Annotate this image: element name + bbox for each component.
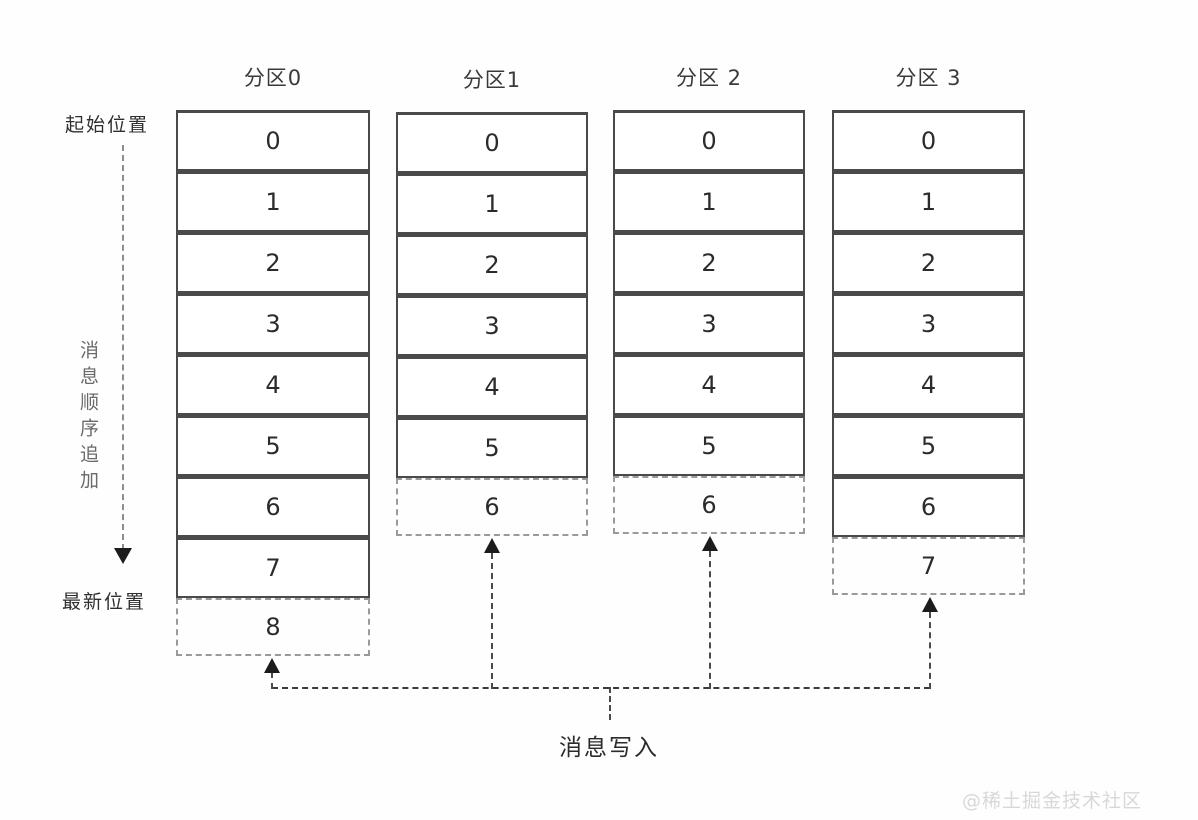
cell-p2-0: 0 — [613, 110, 805, 171]
partition-header-0: 分区0 — [243, 66, 303, 90]
latest-position-label: 最新位置 — [62, 591, 147, 613]
cell-p1-0: 0 — [396, 112, 588, 173]
cell-p1-1: 1 — [396, 173, 588, 234]
write-caption-stem — [609, 687, 611, 720]
partition-header-2: 分区 2 — [675, 66, 743, 90]
cell-p3-1: 1 — [832, 171, 1025, 232]
write-arrow-p3-icon — [922, 597, 938, 612]
cell-p3-3: 3 — [832, 293, 1025, 354]
cell-p1-2: 2 — [396, 234, 588, 295]
watermark: @稀土掘金技术社区 — [962, 790, 1143, 812]
write-riser-p0 — [271, 672, 273, 689]
write-arrow-p1-icon — [484, 538, 500, 553]
cell-p0-4: 4 — [176, 354, 370, 415]
append-order-label: 消息顺序追加 — [77, 340, 99, 496]
cell-p1-3: 3 — [396, 295, 588, 356]
cell-p1-pending: 6 — [396, 478, 588, 536]
cell-p3-6: 6 — [832, 476, 1025, 537]
cell-p0-pending: 8 — [176, 598, 370, 656]
write-arrow-p0-icon — [264, 658, 280, 673]
cell-p2-5: 5 — [613, 415, 805, 476]
write-bus-line — [272, 687, 930, 689]
cell-p0-1: 1 — [176, 171, 370, 232]
cell-p2-3: 3 — [613, 293, 805, 354]
cell-p3-4: 4 — [832, 354, 1025, 415]
partition-header-3: 分区 3 — [895, 66, 962, 90]
cell-p0-5: 5 — [176, 415, 370, 476]
cell-p1-4: 4 — [396, 356, 588, 417]
cell-p2-4: 4 — [613, 354, 805, 415]
cell-p0-6: 6 — [176, 476, 370, 537]
cell-p3-2: 2 — [832, 232, 1025, 293]
cell-p2-pending: 6 — [613, 476, 805, 534]
write-riser-p3 — [929, 612, 931, 689]
cell-p2-1: 1 — [613, 171, 805, 232]
cell-p3-5: 5 — [832, 415, 1025, 476]
write-riser-p2 — [709, 551, 711, 689]
cell-p3-pending: 7 — [832, 537, 1025, 595]
cell-p1-5: 5 — [396, 417, 588, 478]
cell-p0-7: 7 — [176, 537, 370, 598]
cell-p3-0: 0 — [832, 110, 1025, 171]
write-arrow-p2-icon — [702, 536, 718, 551]
cell-p0-0: 0 — [176, 110, 370, 171]
cell-p0-3: 3 — [176, 293, 370, 354]
cell-p0-2: 2 — [176, 232, 370, 293]
append-direction-line — [122, 145, 124, 550]
cell-p2-2: 2 — [613, 232, 805, 293]
start-position-label: 起始位置 — [65, 114, 150, 136]
append-direction-arrow-icon — [114, 548, 132, 564]
partition-header-1: 分区1 — [462, 68, 522, 92]
write-riser-p1 — [491, 553, 493, 689]
message-write-label: 消息写入 — [559, 735, 659, 761]
